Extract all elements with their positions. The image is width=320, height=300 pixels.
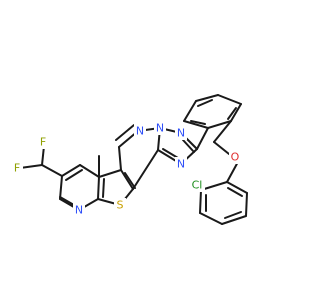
bond bbox=[227, 107, 237, 120]
bond bbox=[124, 172, 136, 189]
bond bbox=[226, 181, 248, 194]
atom-label-n-fused: N bbox=[156, 122, 164, 135]
atom-labels: F F N S N N N N bbox=[11, 121, 241, 217]
bond bbox=[196, 127, 209, 150]
atom-o-ether: O bbox=[229, 150, 241, 164]
bond bbox=[227, 187, 243, 197]
atom-f-bottom: F bbox=[11, 161, 23, 175]
bond bbox=[132, 149, 159, 190]
bond bbox=[41, 145, 45, 166]
atom-f-top: F bbox=[37, 135, 49, 149]
bond bbox=[213, 141, 230, 155]
bond bbox=[19, 164, 43, 169]
bond bbox=[183, 120, 209, 129]
atom-label-s: S bbox=[117, 199, 124, 212]
bond bbox=[207, 120, 232, 129]
atom-s-thiophene: S bbox=[114, 198, 126, 212]
bond bbox=[98, 169, 122, 178]
bond bbox=[190, 120, 206, 125]
atom-n-pyrimidine: N bbox=[134, 124, 146, 138]
bond bbox=[118, 146, 122, 171]
bond bbox=[120, 169, 134, 190]
atom-label-n-pyrimidine: N bbox=[136, 125, 144, 138]
atom-label-f-bottom: F bbox=[14, 162, 20, 175]
bond bbox=[65, 169, 83, 181]
bond bbox=[183, 100, 197, 122]
molecule-structure: F F N S N N N N bbox=[11, 94, 248, 225]
bond bbox=[162, 148, 179, 159]
atom-n-fused: N bbox=[154, 121, 166, 135]
molecule-canvas: F F N S N N N N bbox=[11, 94, 248, 225]
bond bbox=[199, 189, 202, 214]
bond bbox=[195, 94, 219, 102]
bond bbox=[97, 176, 100, 200]
atom-label-f-top: F bbox=[40, 136, 46, 149]
bond bbox=[245, 192, 248, 217]
bond bbox=[221, 215, 247, 225]
bond bbox=[41, 164, 63, 177]
atom-n-pyridine: N bbox=[73, 203, 85, 217]
bond bbox=[182, 139, 195, 153]
bond bbox=[115, 124, 135, 141]
bonds bbox=[19, 94, 248, 225]
bond bbox=[59, 196, 75, 206]
atom-label-o: O bbox=[231, 151, 240, 164]
bond bbox=[102, 178, 105, 198]
atom-label-n-triazole-top: N bbox=[177, 127, 185, 140]
bond bbox=[200, 181, 228, 191]
bond bbox=[230, 103, 242, 122]
bond bbox=[213, 120, 232, 143]
bond bbox=[197, 99, 213, 107]
atom-cl: Cl bbox=[189, 178, 205, 192]
atom-n-triazole-bottom: N bbox=[175, 157, 187, 171]
bond bbox=[217, 94, 242, 105]
atom-n-triazole-top: N bbox=[175, 126, 187, 140]
atom-label-n-triazole-bottom: N bbox=[177, 158, 185, 171]
bond bbox=[199, 212, 223, 225]
atom-label-cl: Cl bbox=[192, 179, 203, 192]
bond bbox=[79, 164, 100, 178]
atom-label-n-pyridine: N bbox=[75, 204, 83, 217]
bond bbox=[61, 164, 81, 177]
bond bbox=[224, 211, 242, 219]
bond bbox=[59, 175, 63, 200]
